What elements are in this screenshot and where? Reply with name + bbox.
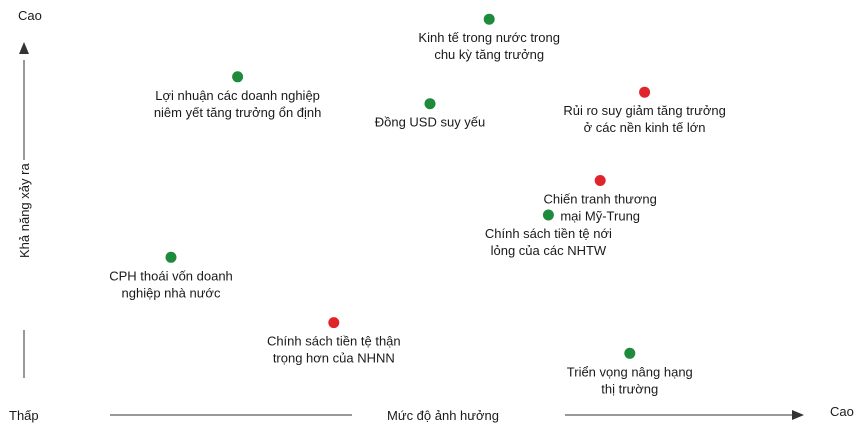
data-point-7 [165,251,177,263]
y-axis-title: Khả năng xảy ra [17,163,32,258]
data-point-label-line: lỏng của các NHTW [491,243,607,258]
data-point-label-line: Đồng USD suy yếu [375,115,486,130]
data-point-label-line: niêm yết tăng trưởng ổn định [154,105,322,120]
data-point-1 [483,13,495,25]
data-point-label-line: Triển vọng nâng hạng [567,364,693,379]
data-point-6 [542,209,554,221]
data-point-label-line: Kinh tế trong nước trong [418,30,560,45]
data-point-label-5: Chiến tranh thương mại Mỹ-Trung [544,192,657,224]
x-low-label: Thấp [9,408,39,423]
data-point-8 [328,317,340,329]
data-point-label-7: CPH thoái vốn doanh nghiệp nhà nước [109,268,233,300]
data-point-9 [624,347,636,359]
data-point-label-9: Triển vọng nâng hạng thị trường [567,364,693,396]
x-axis-title: Mức độ ảnh hưởng [387,408,499,423]
data-point-label-line: trọng hơn của NHNN [273,351,395,366]
data-point-label-line: Chính sách tiền tệ nới [485,226,612,241]
data-point-label-line: mại Mỹ-Trung [560,209,640,224]
data-point-label-2: Lợi nhuận các doanh nghiệp niêm yết tăng … [154,88,322,120]
data-point-4 [424,98,436,110]
y-high-label: Cao [18,8,42,23]
data-point-label-3: Rủi ro suy giảm tăng trưởng ở các nền kin… [563,103,725,135]
y-axis-arrow-icon [19,42,29,54]
data-point-label-line: CPH thoái vốn doanh [109,268,233,283]
data-point-2 [232,71,244,83]
data-point-label-1: Kinh tế trong nước trong chu kỳ tăng trưở… [418,30,560,62]
data-point-5 [594,175,606,186]
data-point-label-8: Chính sách tiền tệ thận trọng hơn của NHN… [267,334,401,366]
data-point-label-line: ở các nền kinh tế lớn [584,120,706,135]
data-point-label-line: thị trường [601,381,658,396]
data-points: Kinh tế trong nước trong chu kỳ tăng trưở… [109,13,726,396]
data-point-label-line: Chính sách tiền tệ thận [267,334,401,349]
data-point-label-line: Chiến tranh thương [544,192,657,207]
x-axis-arrow-icon [792,410,804,420]
data-point-label-line: Lợi nhuận các doanh nghiệp [155,88,320,103]
x-high-label: Cao [830,404,854,419]
data-point-label-4: Đồng USD suy yếu [375,115,486,130]
data-point-label-line: chu kỳ tăng trưởng [434,47,544,62]
data-point-3 [639,86,651,98]
data-point-label-line: Rủi ro suy giảm tăng trưởng [563,103,725,118]
data-point-label-line: nghiệp nhà nước [122,285,221,300]
data-point-label-6: Chính sách tiền tệ nới lỏng của các NHTW [485,226,612,258]
